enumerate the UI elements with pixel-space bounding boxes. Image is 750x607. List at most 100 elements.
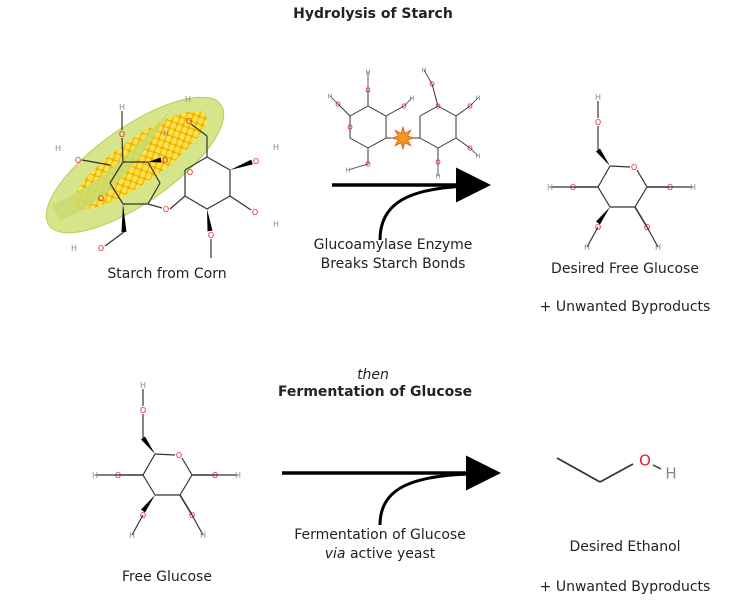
bond — [181, 457, 193, 476]
bond — [419, 137, 439, 149]
hydrogen-atom: H — [421, 66, 426, 74]
hydrogen-atom: H — [71, 244, 77, 253]
bond — [597, 165, 611, 188]
bond — [634, 206, 648, 228]
bond — [109, 182, 124, 205]
bond — [206, 156, 231, 171]
bond — [437, 105, 457, 117]
oxygen-atom: O — [347, 123, 353, 131]
hydrolysis-arrow — [332, 167, 491, 241]
bond-break-burst-icon — [390, 125, 416, 151]
oxygen-atom: O — [75, 156, 81, 165]
oxygen-atom: O — [429, 80, 435, 88]
oxygen-atom: O — [163, 205, 169, 214]
fermentation-label-line1: Fermentation of Glucose — [294, 527, 466, 543]
oxygen-atom: O — [365, 86, 371, 94]
bond — [329, 95, 339, 105]
bond — [131, 514, 144, 536]
bond — [179, 494, 193, 516]
hydrogen-atom: H — [327, 92, 332, 100]
oxygen-atom: O — [253, 157, 259, 166]
bond — [349, 137, 369, 149]
hydrogen-atom: H — [475, 94, 480, 102]
bond — [455, 105, 471, 117]
oxygen-atom: O — [595, 118, 601, 127]
oxygen-atom: O — [98, 244, 104, 253]
bond — [169, 195, 186, 210]
bond — [556, 457, 601, 483]
via-text: via — [324, 546, 346, 562]
bond — [385, 105, 405, 117]
oxygen-atom: O — [162, 156, 168, 165]
oxygen-atom: O — [335, 100, 341, 108]
wedge-bond — [141, 436, 155, 454]
oxygen-atom: O — [639, 451, 651, 469]
oxygen-atom: O — [208, 231, 214, 240]
hydrogen-atom: H — [475, 152, 480, 160]
corn-image — [45, 96, 225, 234]
bond — [347, 163, 369, 171]
bond — [184, 156, 208, 171]
hydrogen-atom: H — [655, 243, 661, 252]
oxygen-atom: O — [176, 451, 182, 460]
active-yeast-text: active yeast — [345, 546, 436, 562]
oxygen-atom: O — [365, 160, 371, 168]
bond — [636, 169, 648, 188]
hydrolysis-byproducts-label: + Unwanted Byproducts — [539, 299, 711, 315]
bond — [337, 103, 351, 117]
oxygen-atom: O — [186, 117, 192, 126]
bond — [142, 474, 156, 496]
bond — [154, 453, 176, 456]
hydrogen-atom: H — [163, 129, 169, 138]
hydrogen-atom: H — [235, 471, 241, 480]
oxygen-atom: O — [140, 406, 146, 415]
bond — [367, 137, 387, 149]
hydrogen-atom: H — [595, 93, 601, 102]
bond — [147, 203, 163, 209]
bond — [190, 123, 208, 137]
bond — [437, 137, 457, 149]
hydrogen-atom: H — [435, 172, 440, 180]
wedge-bond — [148, 157, 162, 163]
bond — [597, 186, 611, 208]
hydrogen-atom: H — [200, 531, 206, 540]
bond — [229, 195, 252, 211]
oxygen-atom: O — [401, 102, 407, 110]
hydrogen-atom: H — [273, 143, 279, 152]
bond — [367, 105, 387, 117]
hydrogen-atom: H — [584, 243, 590, 252]
wedge-bond — [121, 204, 127, 233]
hydrolysis-title: Hydrolysis of Starch — [293, 6, 453, 22]
hydrogen-atom: H — [690, 183, 696, 192]
fermentation-byproducts-label: + Unwanted Byproducts — [539, 579, 711, 595]
wedge-bond — [141, 495, 155, 513]
bond — [469, 97, 479, 107]
bond — [609, 165, 631, 168]
oxygen-atom: O — [187, 168, 193, 177]
bond — [599, 463, 634, 483]
oxygen-atom: O — [631, 163, 637, 172]
wedge-bond — [230, 159, 253, 170]
oxygen-atom: O — [119, 130, 125, 139]
hydrogen-atom: H — [665, 464, 676, 482]
hydrogen-atom: H — [129, 531, 135, 540]
bond — [431, 83, 439, 107]
bond — [191, 514, 204, 536]
hydrogen-atom: H — [547, 183, 553, 192]
bond — [349, 105, 369, 117]
ethanol-label: Desired Ethanol — [569, 539, 681, 555]
bond — [403, 97, 413, 107]
then-connector: then — [357, 367, 389, 383]
wedge-bond — [207, 209, 213, 232]
enzyme-label-line1: Glucoamylase Enzyme — [313, 237, 473, 253]
bond — [147, 182, 161, 205]
bond — [184, 195, 208, 210]
bond — [652, 464, 662, 470]
bond — [646, 226, 659, 248]
oxygen-atom: O — [435, 102, 441, 110]
free-glucose-label: Free Glucose — [122, 569, 212, 585]
bond — [142, 453, 156, 476]
